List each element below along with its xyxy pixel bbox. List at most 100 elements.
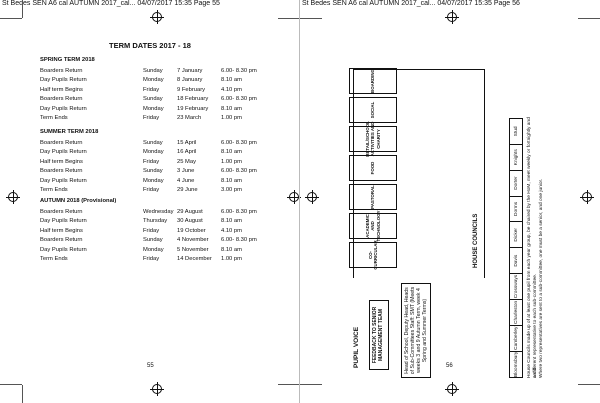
term-time: 8.10 am	[221, 149, 242, 156]
term-day: Monday	[143, 246, 164, 253]
term-date: 9 February	[177, 86, 206, 93]
committee-box: PASTORAL	[349, 184, 397, 210]
registration-mark-icon	[6, 190, 20, 204]
term-day: Sunday	[143, 96, 163, 103]
registration-mark-icon	[580, 190, 594, 204]
house-cell: Bloomsbury	[510, 350, 522, 377]
term-date: 5 November	[177, 246, 209, 253]
crop-mark	[278, 18, 300, 19]
term-date: 19 February	[177, 105, 209, 112]
page-number-left: 55	[147, 363, 154, 369]
term-date: 19 October	[177, 227, 206, 234]
term-time: 8.10 am	[221, 218, 242, 225]
term-day: Monday	[143, 105, 164, 112]
term-time: 1.00 pm	[221, 115, 242, 121]
term-event: Boarders Return	[40, 140, 83, 146]
term-event: Day Pupils Return	[40, 246, 87, 253]
term-event: Term Ends	[40, 256, 68, 262]
page-title: TERM DATES 2017 - 18	[109, 41, 191, 50]
term-time: 8.10 am	[221, 246, 242, 253]
term-time: 6.00- 8.30 pm	[221, 209, 257, 215]
term-heading: SPRING TERM 2018	[40, 57, 95, 63]
house-cell: Dorms	[510, 195, 522, 222]
house-cell: Knights	[510, 143, 522, 170]
crop-mark	[0, 384, 22, 385]
term-time: 4.10 pm	[221, 227, 242, 234]
registration-mark-icon	[445, 382, 459, 396]
committee-box: SOCIAL	[349, 97, 397, 123]
term-event: Boarders Return	[40, 237, 83, 244]
registration-mark-icon	[150, 10, 164, 24]
term-event: Boarders Return	[40, 168, 83, 175]
house-cell: Dorter	[510, 169, 522, 196]
term-time: 6.00- 8.30 pm	[221, 168, 257, 175]
term-time: 1.00 pm	[221, 158, 242, 165]
house-cell: Crossways	[510, 273, 522, 299]
pupil-voice-diagram: PUPIL VOICE FEEDBACK TO SENIOR MANAGEMEN…	[323, 68, 544, 378]
committee-box: CO-CURRICULAR	[349, 240, 397, 270]
term-day: Friday	[143, 158, 160, 165]
term-date: 4 June	[177, 177, 195, 184]
term-heading: SUMMER TERM 2018	[40, 129, 99, 135]
term-date: 7 January	[177, 68, 203, 74]
committee-box: ACADEMIC AND TECHNOLOGY	[349, 211, 397, 241]
term-event: Term Ends	[40, 115, 68, 121]
term-day: Friday	[143, 86, 160, 93]
term-event: Day Pupils Return	[40, 177, 87, 184]
term-date: 15 April	[177, 140, 197, 146]
crop-mark	[578, 384, 600, 385]
committee-box: RETAIL/SCHOOL ACTIVITIES AND CHARITY	[349, 121, 397, 157]
term-day: Wednesday	[143, 209, 174, 215]
registration-mark-icon	[305, 190, 319, 204]
term-date: 29 June	[177, 187, 198, 193]
term-event: Day Pupils Return	[40, 77, 87, 84]
term-day: Friday	[143, 227, 160, 234]
house-cell: Davis	[510, 247, 522, 274]
term-event: Half term Begins	[40, 86, 83, 93]
term-day: Monday	[143, 77, 164, 84]
house-cell: Dicker	[510, 221, 522, 248]
term-day: Friday	[143, 256, 160, 262]
term-day: Sunday	[143, 68, 163, 74]
term-day: Sunday	[143, 168, 163, 175]
house-cell: Charleston	[510, 298, 522, 325]
crop-mark	[578, 18, 600, 19]
crop-mark	[0, 18, 22, 19]
term-date: 14 December	[177, 256, 212, 262]
term-time: 8.10 am	[221, 177, 242, 184]
crop-mark	[22, 385, 23, 403]
registration-mark-icon	[445, 10, 459, 24]
term-event: Half term Begins	[40, 158, 83, 165]
term-date: 16 April	[177, 149, 197, 156]
pupil-voice-title: PUPIL VOICE	[353, 326, 360, 368]
note-line: Where two representatives are sent to a …	[539, 178, 544, 378]
term-date: 4 November	[177, 237, 209, 244]
term-time: 4.10 pm	[221, 86, 242, 93]
crop-mark	[300, 384, 322, 385]
term-time: 8.10 am	[221, 77, 242, 84]
house-cell: Stud	[513, 126, 519, 137]
term-time: 6.00- 8.30 pm	[221, 237, 257, 244]
term-time: 8.10 am	[221, 105, 242, 112]
crop-mark	[278, 384, 300, 385]
print-header-left: St Bedes SEN A6 cal AUTUMN 2017_cal... 0…	[2, 0, 220, 7]
term-day: Friday	[143, 187, 160, 193]
term-date: 18 February	[177, 96, 209, 103]
term-day: Thursday	[143, 218, 168, 225]
registration-mark-icon	[287, 190, 301, 204]
term-event: Boarders Return	[40, 209, 83, 215]
term-date: 23 March	[177, 115, 202, 121]
term-event: Day Pupils Return	[40, 105, 87, 112]
smt-box: Head of School, Deputy Head, Heads of Su…	[401, 283, 431, 378]
page-number-right: 56	[446, 363, 453, 369]
term-event: Term Ends	[40, 187, 68, 193]
term-time: 6.00- 8.30 pm	[221, 140, 257, 146]
crop-mark	[300, 18, 322, 19]
term-time: 3.00 pm	[221, 187, 242, 193]
house-councils-title: HOUSE COUNCILS	[473, 213, 479, 268]
term-event: Day Pupils Return	[40, 218, 87, 225]
feedback-box: FEEDBACK TO SENIOR MANAGEMENT TEAM	[369, 300, 389, 370]
term-day: Monday	[143, 177, 164, 184]
term-day: Sunday	[143, 140, 163, 146]
